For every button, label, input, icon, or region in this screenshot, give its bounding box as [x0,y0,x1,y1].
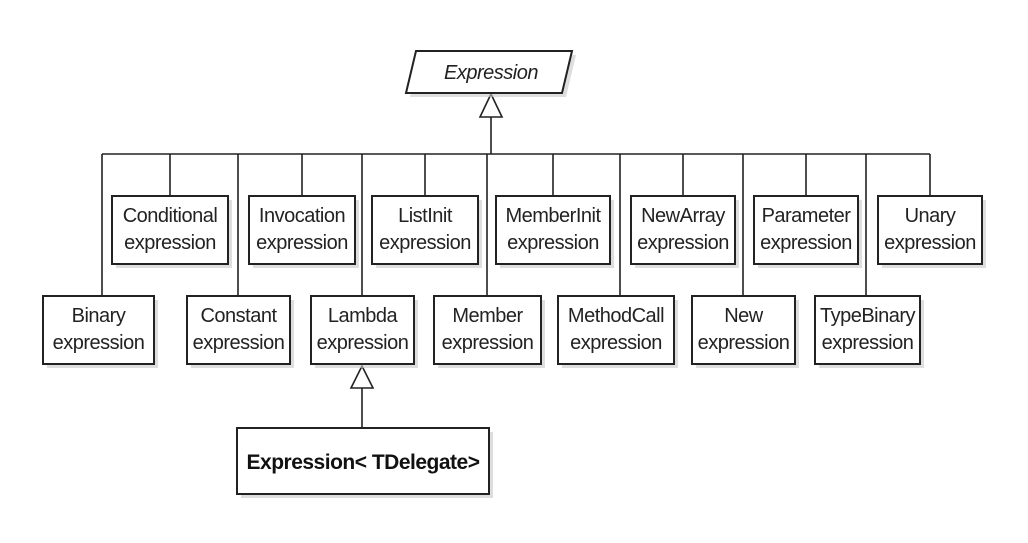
node-label-line-1: Parameter [762,205,852,227]
root-inheritance-arrow-icon [478,92,504,118]
node-box [433,295,542,365]
node-box [753,195,859,265]
class-node-listinit: ListInit expression [371,195,482,268]
node-label-line-1: MethodCall [568,305,664,327]
node-label-line-1: New [724,305,764,327]
class-node-constant: Constant expression [186,295,294,368]
root-label: Expression [444,62,538,84]
node-box [877,195,983,265]
node-label-line-1: Lambda [328,305,399,327]
node-label-line-1: ListInit [398,205,453,227]
class-node-memberinit: MemberInit expression [495,195,614,268]
node-label-line-2: expression [193,332,285,354]
class-node-newarray: NewArray expression [630,195,739,268]
node-box [310,295,415,365]
node-label-line-1: TypeBinary [820,305,916,327]
class-node-new: New expression [691,295,799,368]
nodes-layer: Conditional expression Invocation expressio… [42,195,986,368]
node-label-line-2: expression [379,232,471,254]
node-label-line-1: Invocation [259,205,345,227]
class-node-lambda: Lambda expression [310,295,418,368]
lambda-inheritance-arrow-icon [349,364,375,389]
node-box [42,295,155,365]
node-box [248,195,356,265]
generic-label: Expression< TDelegate> [247,451,480,474]
node-label-line-1: Member [452,305,523,327]
class-node-typebinary: TypeBinary expression [814,295,924,368]
connectors [101,117,931,428]
class-node-member: Member expression [433,295,545,368]
class-node-conditional: Conditional expression [111,195,232,268]
node-label-line-2: expression [53,332,145,354]
node-box [630,195,736,265]
node-box [371,195,479,265]
class-node-unary: Unary expression [877,195,986,268]
node-label-line-2: expression [317,332,409,354]
node-label-line-2: expression [507,232,599,254]
node-label-line-2: expression [637,232,729,254]
node-label-line-2: expression [698,332,790,354]
node-label-line-1: Binary [72,305,126,327]
node-label-line-1: MemberInit [505,205,601,227]
node-box [557,295,675,365]
node-label-line-2: expression [760,232,852,254]
node-box [691,295,796,365]
node-label-line-1: Constant [200,305,277,327]
node-label-line-2: expression [822,332,914,354]
node-box [495,195,611,265]
node-box [186,295,291,365]
node-label-line-2: expression [124,232,216,254]
node-label-line-2: expression [256,232,348,254]
node-box [111,195,229,265]
generic-node: Expression< TDelegate> [236,427,493,498]
node-label-line-1: Conditional [123,205,218,227]
class-node-methodcall: MethodCall expression [557,295,678,368]
node-label-line-2: expression [570,332,662,354]
root-node: Expression [404,50,576,97]
node-label-line-1: Unary [905,205,956,227]
node-label-line-1: NewArray [641,205,725,227]
node-label-line-2: expression [442,332,534,354]
node-box [814,295,921,365]
node-label-line-2: expression [884,232,976,254]
class-node-binary: Binary expression [42,295,158,368]
class-node-invocation: Invocation expression [248,195,359,268]
class-node-parameter: Parameter expression [753,195,862,268]
